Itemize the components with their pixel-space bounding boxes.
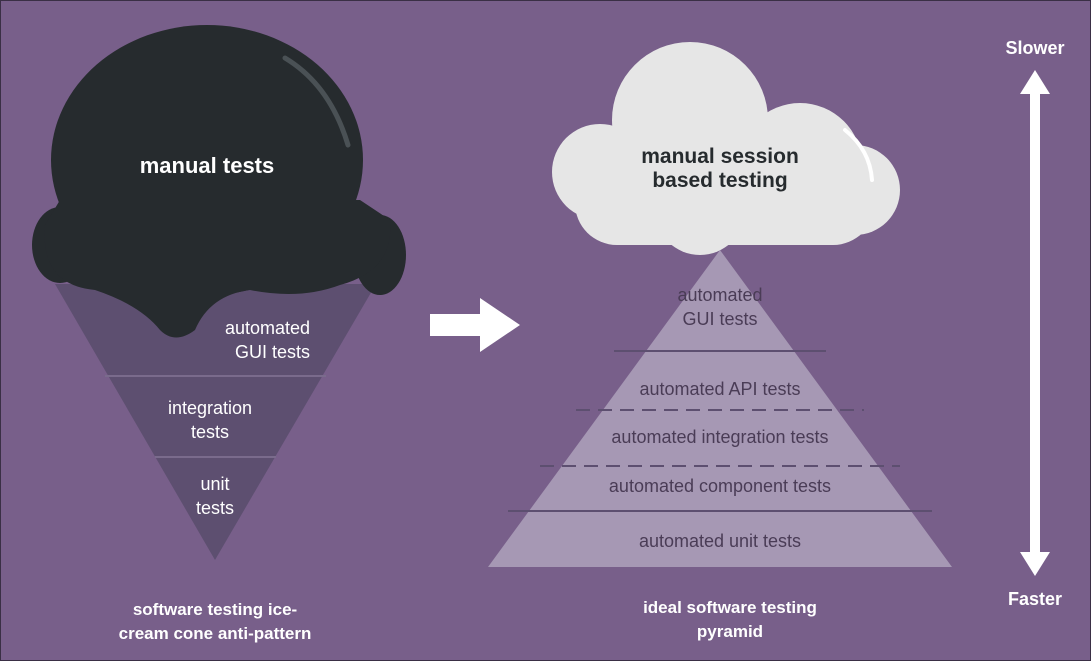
speed-slower-label: Slower [1005,38,1065,58]
cloud-highlight [843,128,874,182]
pyramid-layer-gui: automated GUI tests [677,285,763,329]
cone-body [55,284,376,560]
pyramid-caption: ideal software testing pyramid [643,598,817,641]
double-headed-vertical-arrow-icon [1020,70,1050,576]
pyramid-layer-integration: automated integration tests [611,427,829,447]
right-arrow-icon [430,298,520,352]
cloud-label: manual session based testing [641,145,799,192]
speed-faster-label: Faster [1007,589,1063,609]
testing-pyramid [488,250,952,567]
pyramid-body [488,250,952,567]
scoop-label: manual tests [139,153,275,178]
cone-layer-integration: integration tests [167,398,253,442]
pyramid-layer-api: automated API tests [639,379,801,399]
cone-layer-gui: automated GUI tests [224,318,310,362]
cone-caption: software testing ice- cream cone anti-pa… [118,600,312,643]
ice-cream-scoop [32,25,406,338]
cone-layer-unit: unit tests [195,474,234,518]
pyramid-layer-component: automated component tests [608,476,832,496]
cloud [552,42,900,255]
pyramid-layer-unit: automated unit tests [638,531,802,551]
ice-cream-cone [55,284,376,560]
